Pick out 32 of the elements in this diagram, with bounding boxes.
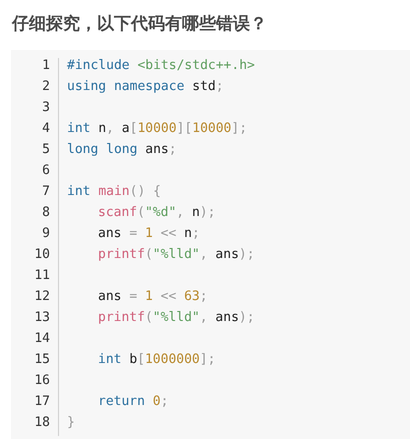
code-line: return 0; <box>98 393 168 411</box>
line-number: 18 <box>33 414 50 432</box>
code-line: printf("%lld", ans); <box>98 309 255 327</box>
line-number: 9 <box>41 225 50 243</box>
line-number: 2 <box>41 78 50 96</box>
code-line: ans = 1 << 63; <box>98 288 208 306</box>
code-line: printf("%lld", ans); <box>98 246 255 264</box>
line-number: 4 <box>41 120 50 138</box>
line-number: 12 <box>33 288 50 306</box>
code-line: using namespace std; <box>67 78 224 96</box>
code-line: int n, a[10000][10000]; <box>67 120 248 138</box>
line-number: 8 <box>41 204 50 222</box>
title: 仔细探究，以下代码有哪些错误？ <box>12 13 267 35</box>
line-number: 16 <box>33 372 50 390</box>
line-number: 11 <box>33 267 50 285</box>
code-line: #include <bits/stdc++.h> <box>67 57 255 75</box>
code-line: int b[1000000]; <box>98 351 216 369</box>
line-number: 13 <box>33 309 50 327</box>
line-number: 6 <box>41 162 50 180</box>
code-line: } <box>67 414 75 432</box>
code-line: ans = 1 << n; <box>98 225 200 243</box>
line-number: 1 <box>41 57 50 75</box>
code-line: long long ans; <box>67 141 177 159</box>
line-number: 15 <box>33 351 50 369</box>
line-number: 17 <box>33 393 50 411</box>
line-number: 7 <box>41 183 50 201</box>
code-line: scanf("%d", n); <box>98 204 216 222</box>
line-number: 3 <box>41 99 50 117</box>
code-line: int main() { <box>67 183 161 201</box>
line-number: 5 <box>41 141 50 159</box>
line-number: 14 <box>33 330 50 348</box>
line-number: 10 <box>33 246 50 264</box>
